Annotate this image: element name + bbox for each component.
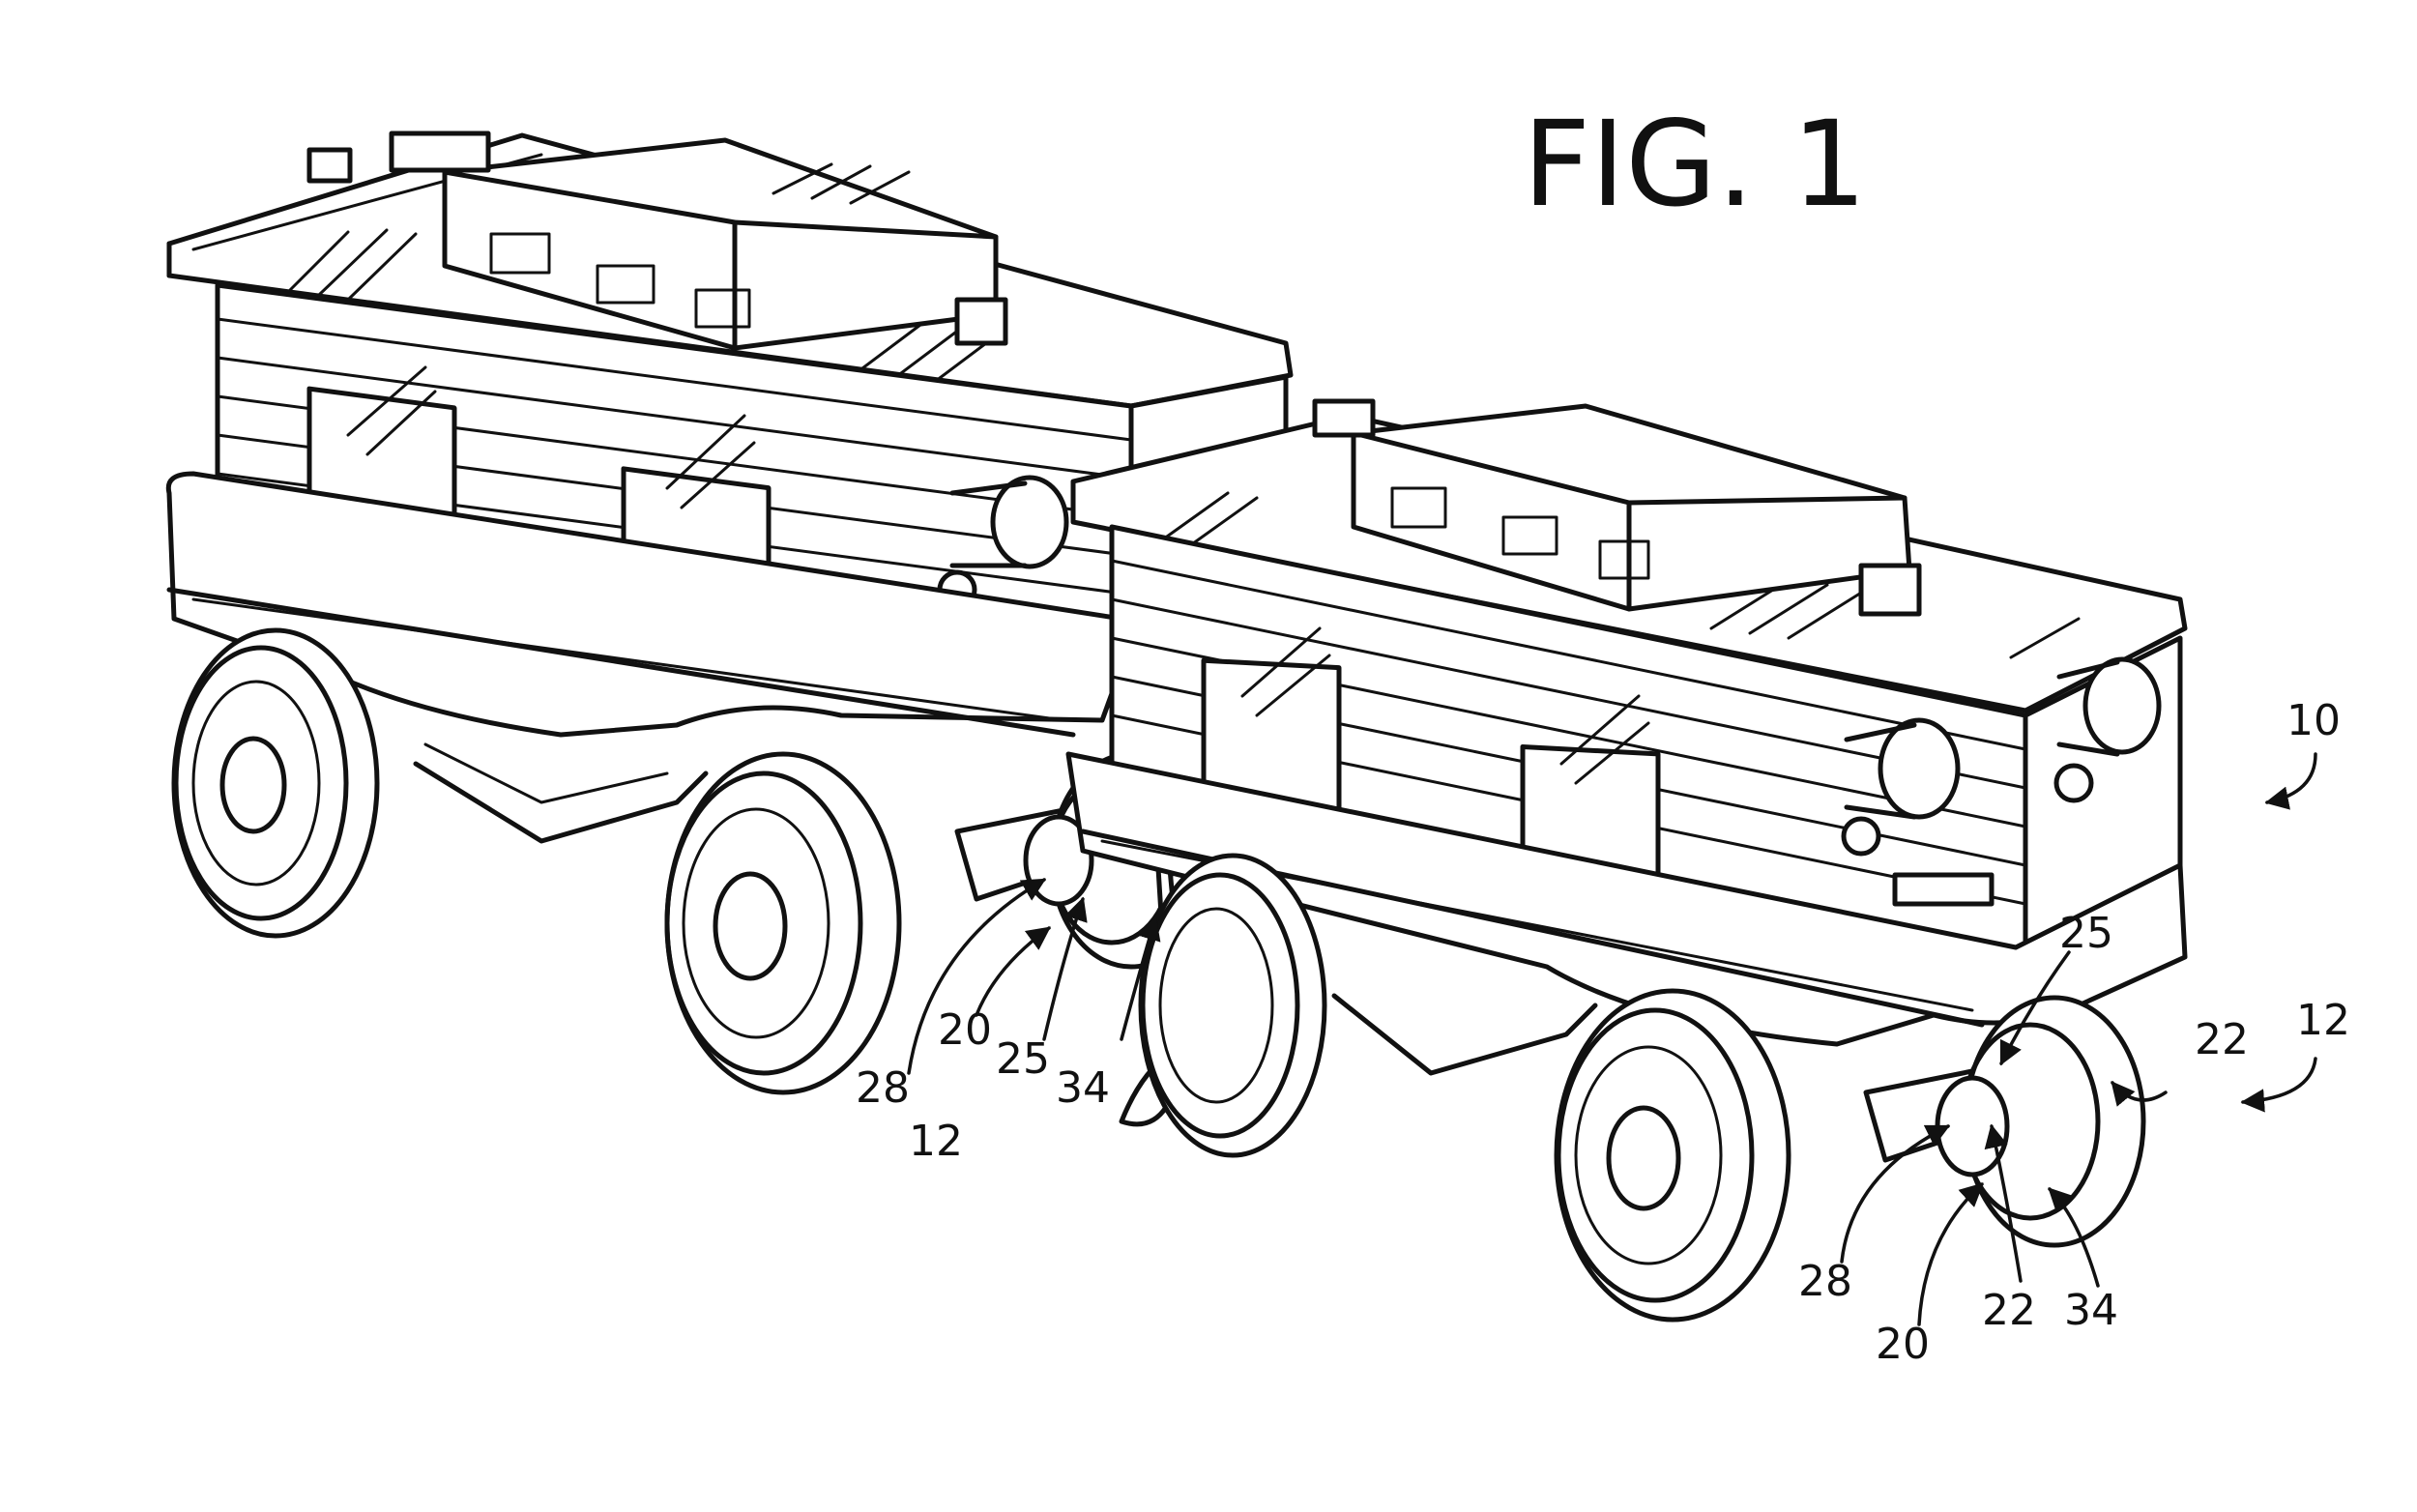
right-ref-22-upper: 22 [2195, 1015, 2249, 1064]
left-ref-25: 25 [996, 1034, 1050, 1084]
right-body [1109, 524, 2183, 955]
right-caboose [1065, 398, 2188, 1323]
left-headlamp [990, 475, 1069, 569]
left-roof-block-rear [306, 147, 353, 184]
right-coupler [1863, 995, 2146, 1248]
right-front-step [1892, 872, 1995, 907]
assembly-ref-10: 10 [2286, 696, 2341, 745]
right-ref-12: 12 [2296, 996, 2350, 1045]
left-ref-28: 28 [856, 1063, 910, 1113]
right-ref-34: 34 [2064, 1286, 2118, 1335]
left-ref-20: 20 [938, 1005, 992, 1055]
leader-lines [907, 752, 2317, 1326]
right-headlamp-2 [2082, 656, 2162, 755]
right-marker-light-1 [1841, 816, 1881, 857]
right-marker-light-2 [2053, 763, 2094, 803]
left-roof-block-front [954, 297, 1008, 346]
left-ref-12: 12 [909, 1117, 963, 1166]
right-ref-25: 25 [2059, 909, 2113, 958]
left-chassis [165, 471, 1124, 844]
left-roof-block-step [389, 131, 491, 173]
left-cupola [442, 137, 999, 351]
figure-title: FIG. 1 [1523, 96, 1867, 233]
right-rear-wheel [1138, 853, 1327, 1158]
right-front-wheel [1554, 988, 1791, 1323]
right-roof-block-rear [1312, 398, 1376, 438]
left-front-wheel [664, 751, 902, 1095]
right-headlamp-1 [1878, 717, 1961, 820]
right-ref-28: 28 [1798, 1257, 1852, 1306]
right-roof-block-front [1858, 563, 1922, 617]
left-rear-wheel [171, 627, 380, 939]
left-ref-34: 34 [1056, 1063, 1110, 1113]
right-ref-22-lower: 22 [1982, 1286, 2036, 1335]
right-ref-20: 20 [1876, 1320, 1930, 1369]
